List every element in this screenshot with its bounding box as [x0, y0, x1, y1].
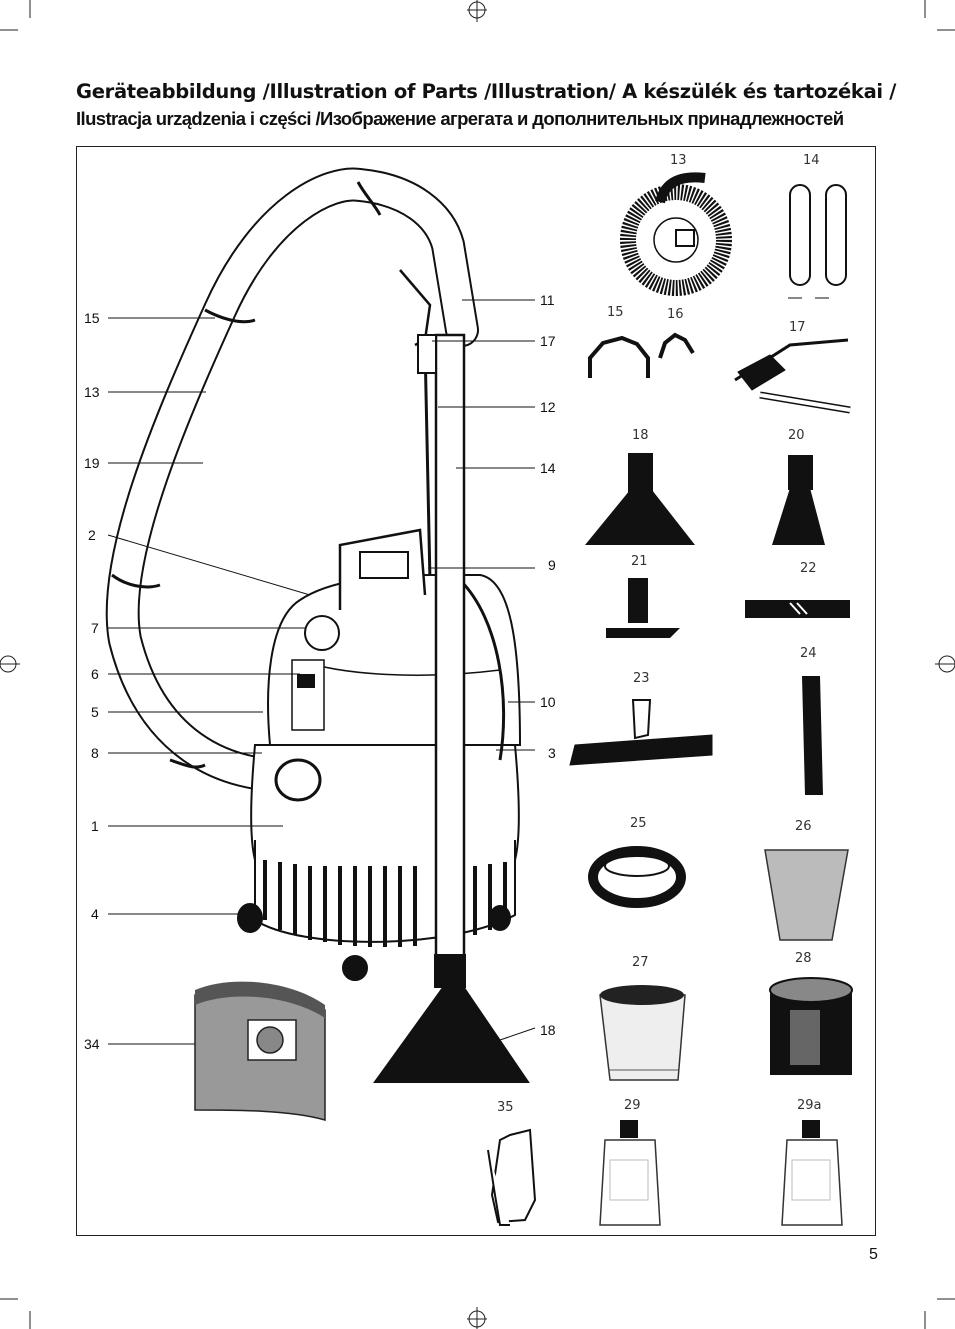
- vacuum-cleaner: [105, 167, 530, 1083]
- part-27-container: [599, 985, 686, 1081]
- callout-2: 2: [88, 527, 96, 543]
- callout-3: 3: [548, 745, 556, 761]
- part-24-crevice-tool: [802, 676, 823, 795]
- part-26-filter: [764, 849, 849, 941]
- callout-4: 4: [91, 906, 99, 922]
- part-label-20: 20: [788, 428, 805, 443]
- part-22-brush: [745, 600, 850, 618]
- part-29-bottle: [599, 1120, 661, 1226]
- part-label-25: 25: [630, 816, 647, 831]
- part-label-17: 17: [789, 320, 806, 335]
- callout-lines: [107, 299, 536, 1045]
- part-13-hose: [620, 172, 732, 296]
- part-29a-bottle: [781, 1120, 843, 1226]
- callout-6: 6: [91, 666, 99, 682]
- callout-12: 12: [540, 399, 556, 415]
- callout-14: 14: [540, 460, 556, 476]
- part-34-foam-filter: [194, 981, 326, 1121]
- callout-17: 17: [540, 333, 556, 349]
- part-label-16: 16: [667, 307, 684, 322]
- part-15-16-clips: [588, 332, 695, 378]
- callout-11: 11: [540, 292, 555, 308]
- part-label-13: 13: [670, 153, 687, 168]
- callout-13: 13: [84, 384, 100, 400]
- part-18-nozzle: [585, 453, 695, 545]
- callout-34: 34: [84, 1036, 100, 1052]
- part-label-14: 14: [803, 153, 820, 168]
- part-label-23: 23: [633, 671, 650, 686]
- page-title-line1: Geräteabbildung /Illustration of Parts /…: [76, 80, 897, 103]
- page-number: 5: [869, 1246, 878, 1263]
- part-label-29: 29: [624, 1098, 641, 1113]
- callout-18: 18: [540, 1022, 556, 1038]
- part-label-26: 26: [795, 819, 812, 834]
- part-23-floor-nozzle: [569, 699, 713, 766]
- callout-19: 19: [84, 455, 100, 471]
- callout-1: 1: [91, 818, 99, 834]
- callout-5: 5: [91, 704, 99, 720]
- callout-9: 9: [548, 557, 556, 573]
- part-20-nozzle: [772, 455, 825, 545]
- part-label-18: 18: [632, 428, 649, 443]
- part-label-29a: 29a: [797, 1098, 822, 1113]
- part-label-22: 22: [800, 561, 817, 576]
- callout-10: 10: [540, 694, 556, 710]
- part-label-24: 24: [800, 646, 817, 661]
- part-28-filter: [769, 977, 853, 1075]
- part-14-tubes: [788, 184, 847, 299]
- part-21-nozzle: [606, 578, 680, 638]
- part-label-27: 27: [632, 955, 649, 970]
- part-label-21: 21: [631, 554, 648, 569]
- callout-7: 7: [91, 620, 99, 636]
- callout-15: 15: [84, 310, 100, 326]
- callout-8: 8: [91, 745, 99, 761]
- part-label-15: 15: [607, 305, 624, 320]
- part-17-spray-handle: [734, 338, 851, 414]
- part-35-gloves: [487, 1128, 537, 1226]
- illustration-frame: [76, 146, 876, 1236]
- page-title-line2: Ilustracja urządzenia i części /Изображе…: [76, 108, 844, 129]
- part-label-35: 35: [497, 1100, 514, 1115]
- part-25-ring: [588, 846, 686, 908]
- part-label-28: 28: [795, 951, 812, 966]
